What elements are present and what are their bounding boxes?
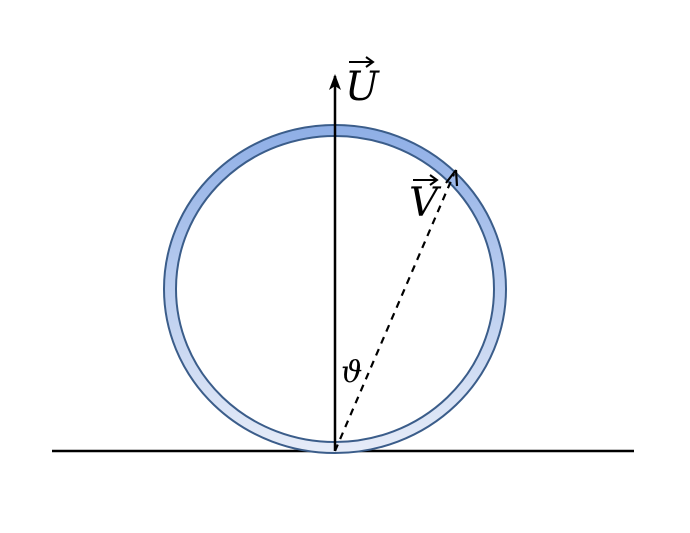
vector-v-text: V <box>409 180 442 226</box>
vector-u-arrowhead <box>329 74 341 90</box>
wheel-rim <box>162 124 508 454</box>
vector-u-text: U <box>345 64 380 110</box>
vector-v-arrowhead <box>445 169 459 187</box>
vector-u-label: U <box>345 56 380 110</box>
vector-v-label: V <box>409 174 442 226</box>
vector-u-overline-arrow <box>365 56 375 68</box>
vector-v-arrow <box>333 173 456 452</box>
angle-theta-label: ϑ <box>341 355 362 390</box>
vector-v-overline-arrow <box>429 174 439 186</box>
